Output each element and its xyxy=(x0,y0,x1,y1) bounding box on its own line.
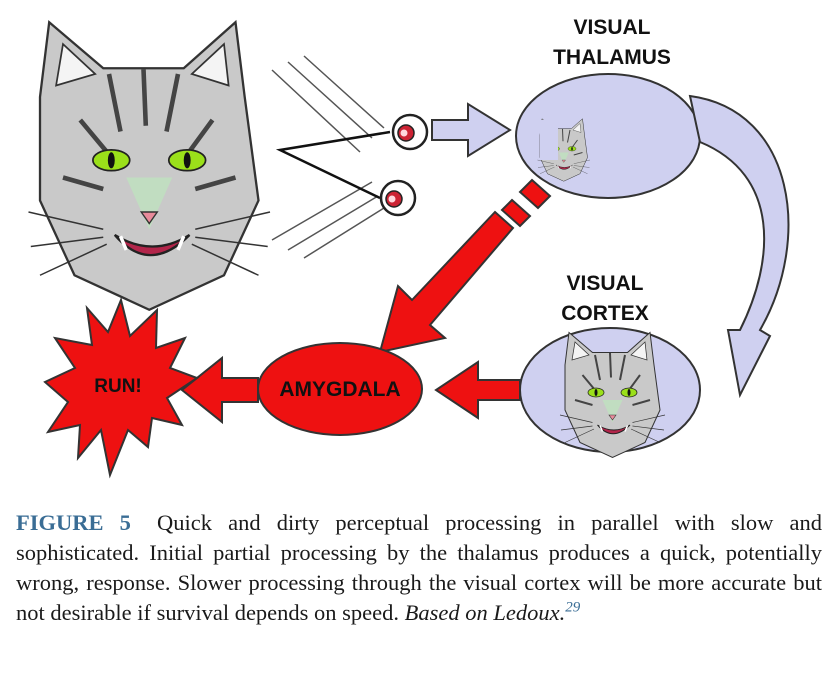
cortex-label-line1: VISUAL xyxy=(566,272,643,295)
cat-face-image xyxy=(29,22,271,310)
caption-source: Based on Ledoux. xyxy=(404,600,566,625)
thalamus-label-line2: THALAMUS xyxy=(553,46,671,69)
eye-icon xyxy=(379,179,417,217)
thalamus-cat-fragment xyxy=(537,118,601,182)
eye-icon xyxy=(391,113,429,151)
caption-reference-link[interactable]: 29 xyxy=(565,599,581,616)
sight-lines xyxy=(275,130,391,200)
thalamus-to-amygdala-arrow xyxy=(378,178,552,354)
light-rays xyxy=(271,55,385,259)
caption-text: Quick and dirty perceptual processing in… xyxy=(16,510,823,625)
thalamus-label-line1: VISUAL xyxy=(573,16,650,39)
figure-caption: FIGURE 5 Quick and dirty perceptual proc… xyxy=(16,508,822,628)
run-label: RUN! xyxy=(94,376,142,397)
amygdala-label: AMYGDALA xyxy=(279,378,400,401)
cortex-label-line2: CORTEX xyxy=(561,302,649,325)
amygdala-to-run-arrow xyxy=(180,355,259,425)
cortex-to-amygdala-arrow xyxy=(434,360,521,420)
eye-to-thalamus-arrow xyxy=(431,102,512,158)
thalamus-to-cortex-arrow xyxy=(688,94,790,399)
run-starburst xyxy=(43,296,200,479)
figure-label: FIGURE 5 xyxy=(16,510,131,535)
perception-diagram: VISUAL THALAMUS VISUAL CORTEX AMYGDALA R… xyxy=(0,16,790,479)
